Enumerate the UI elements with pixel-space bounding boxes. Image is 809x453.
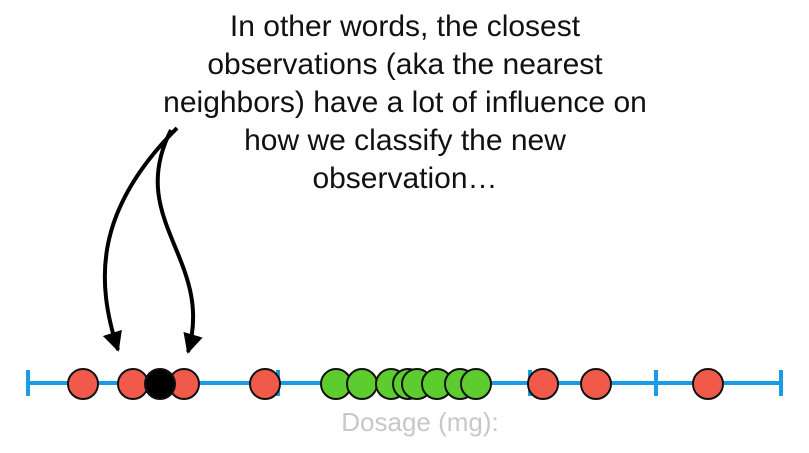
caption-line: neighbors) have a lot of influence on <box>163 86 647 119</box>
red-observation-point <box>67 368 99 400</box>
caption-line: observations (aka the nearest <box>207 48 603 81</box>
caption-line: how we classify the new <box>244 124 566 157</box>
red-observation-point <box>117 368 149 400</box>
red-observation-point <box>249 368 281 400</box>
axis-label: Dosage (mg): <box>341 407 499 437</box>
arrow-to-neighbor-left <box>102 126 179 352</box>
caption-text: In other words, the closest observations… <box>100 8 710 198</box>
new-observation-point <box>144 368 176 400</box>
observation-points <box>67 368 724 400</box>
caption-line: In other words, the closest <box>229 10 581 43</box>
caption-line: observation… <box>312 162 498 195</box>
green-observation-point <box>460 368 492 400</box>
arrow-to-neighbor-right <box>155 129 203 354</box>
green-observation-point <box>346 368 378 400</box>
red-observation-point <box>527 368 559 400</box>
red-observation-point <box>580 368 612 400</box>
red-observation-point <box>692 368 724 400</box>
